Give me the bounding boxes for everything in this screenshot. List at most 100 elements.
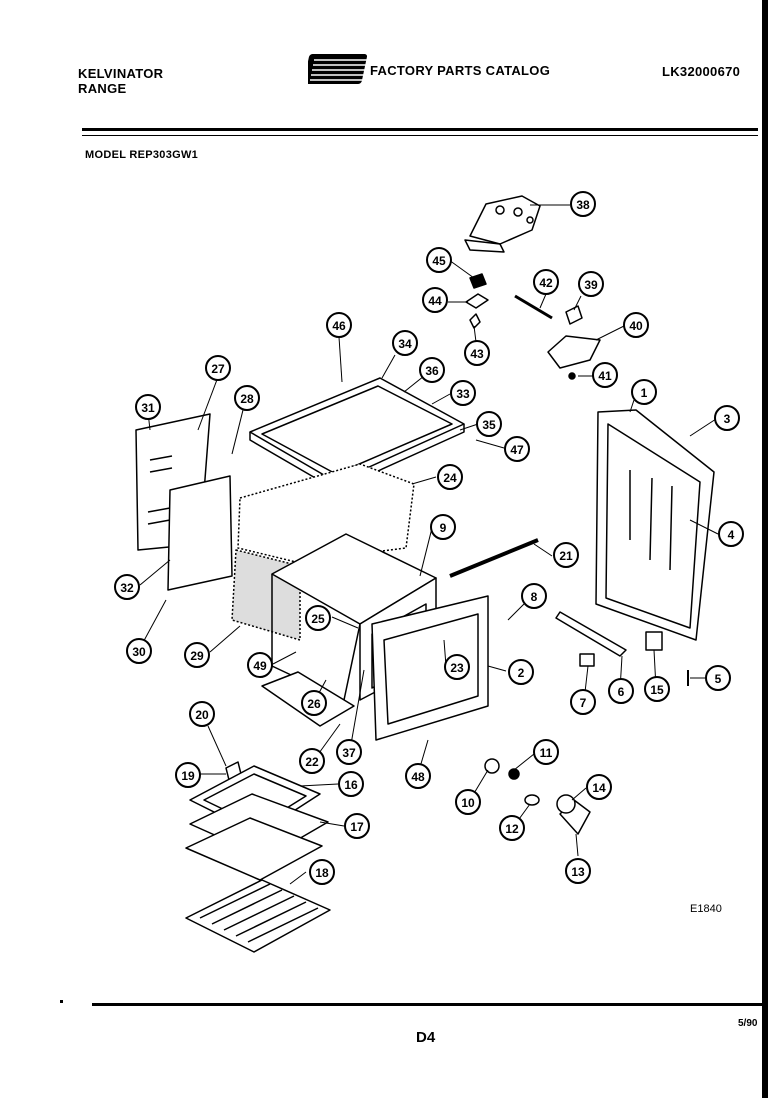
part-7-switch bbox=[579, 653, 595, 667]
callout-circle bbox=[419, 357, 445, 383]
callout-label: 28 bbox=[240, 392, 254, 406]
callout-label: 19 bbox=[181, 769, 195, 783]
callout-46: 46 bbox=[326, 312, 352, 338]
callout-label: 32 bbox=[120, 581, 134, 595]
callout-circle bbox=[234, 385, 260, 411]
callout-26: 26 bbox=[301, 690, 327, 716]
callout-label: 16 bbox=[344, 778, 358, 792]
callout-27: 27 bbox=[205, 355, 231, 381]
part-6-rail bbox=[555, 611, 627, 657]
callout-37: 37 bbox=[336, 739, 362, 765]
callout-10: 10 bbox=[455, 789, 481, 815]
callout-label: 24 bbox=[443, 471, 457, 485]
header-rule-bottom bbox=[82, 135, 758, 136]
callout-20: 20 bbox=[189, 701, 215, 727]
callout-label: 13 bbox=[571, 865, 585, 879]
part-40-cover bbox=[547, 335, 601, 369]
callout-label: 9 bbox=[440, 521, 447, 535]
callout-label: 20 bbox=[195, 708, 209, 722]
callout-9: 9 bbox=[430, 514, 456, 540]
callout-label: 18 bbox=[315, 866, 329, 880]
part-41-screw bbox=[568, 372, 576, 380]
callout-circle bbox=[175, 762, 201, 788]
callout-circle bbox=[455, 789, 481, 815]
callout-5: 5 bbox=[705, 665, 731, 691]
callout-19: 19 bbox=[175, 762, 201, 788]
date-code: 5/90 bbox=[738, 1018, 758, 1029]
callout-12: 12 bbox=[499, 815, 525, 841]
part-46-top-panel bbox=[249, 377, 465, 491]
callout-14: 14 bbox=[586, 774, 612, 800]
callout-circle bbox=[592, 362, 618, 388]
callout-8: 8 bbox=[521, 583, 547, 609]
callout-circle bbox=[623, 312, 649, 338]
callout-label: 44 bbox=[428, 294, 442, 308]
callout-39: 39 bbox=[578, 271, 604, 297]
callout-label: 43 bbox=[470, 347, 484, 361]
callout-circle bbox=[126, 638, 152, 664]
model-number: MODEL REP303GW1 bbox=[85, 149, 199, 161]
callout-label: 45 bbox=[432, 254, 446, 268]
callout-label: 12 bbox=[505, 822, 519, 836]
callout-circle bbox=[444, 654, 470, 680]
part-32-side-wall bbox=[167, 475, 233, 591]
diagram-code: E1840 bbox=[690, 903, 722, 915]
callout-label: 47 bbox=[510, 443, 524, 457]
callout-circle bbox=[326, 312, 352, 338]
callout-22: 22 bbox=[299, 748, 325, 774]
callout-4: 4 bbox=[718, 521, 744, 547]
part-10-knob bbox=[484, 758, 500, 774]
callout-circle bbox=[430, 514, 456, 540]
callout-circle bbox=[464, 340, 490, 366]
callout-label: 17 bbox=[350, 820, 364, 834]
callout-label: 15 bbox=[650, 683, 664, 697]
callout-circle bbox=[508, 659, 534, 685]
callout-35: 35 bbox=[476, 411, 502, 437]
callout-21: 21 bbox=[553, 542, 579, 568]
callout-label: 27 bbox=[211, 362, 225, 376]
part-1-side-panel bbox=[595, 409, 715, 641]
callout-label: 6 bbox=[618, 685, 625, 699]
callout-28: 28 bbox=[234, 385, 260, 411]
callout-label: 25 bbox=[311, 612, 325, 626]
scan-speck bbox=[60, 1000, 63, 1003]
callout-circle bbox=[405, 763, 431, 789]
part-15-block bbox=[645, 631, 663, 651]
callout-circle bbox=[114, 574, 140, 600]
callout-circle bbox=[301, 690, 327, 716]
callout-17: 17 bbox=[344, 813, 370, 839]
callout-41: 41 bbox=[592, 362, 618, 388]
callout-label: 30 bbox=[132, 645, 146, 659]
part-42-rod bbox=[514, 294, 553, 320]
callout-6: 6 bbox=[608, 678, 634, 704]
callout-49: 49 bbox=[247, 652, 273, 678]
callout-circle bbox=[644, 676, 670, 702]
callout-circle bbox=[705, 665, 731, 691]
callout-label: 3 bbox=[724, 412, 731, 426]
callout-label: 14 bbox=[592, 781, 606, 795]
callout-48: 48 bbox=[405, 763, 431, 789]
callout-label: 38 bbox=[576, 198, 590, 212]
callout-1: 1 bbox=[631, 379, 657, 405]
part-44-bracket bbox=[465, 293, 489, 309]
callout-11: 11 bbox=[533, 739, 559, 765]
callout-label: 40 bbox=[629, 319, 643, 333]
callout-42: 42 bbox=[533, 269, 559, 295]
callout-31: 31 bbox=[135, 394, 161, 420]
callout-label: 22 bbox=[305, 755, 319, 769]
callout-circle bbox=[450, 380, 476, 406]
callout-label: 8 bbox=[531, 590, 538, 604]
callout-label: 23 bbox=[450, 661, 464, 675]
callout-label: 1 bbox=[641, 386, 648, 400]
callout-circle bbox=[586, 774, 612, 800]
callout-label: 46 bbox=[332, 319, 346, 333]
callout-16: 16 bbox=[338, 771, 364, 797]
callout-44: 44 bbox=[422, 287, 448, 313]
callout-circle bbox=[521, 583, 547, 609]
callout-label: 49 bbox=[253, 659, 267, 673]
callout-circle bbox=[553, 542, 579, 568]
callout-13: 13 bbox=[565, 858, 591, 884]
callout-circle bbox=[631, 379, 657, 405]
callout-label: 29 bbox=[190, 649, 204, 663]
callout-circle bbox=[338, 771, 364, 797]
